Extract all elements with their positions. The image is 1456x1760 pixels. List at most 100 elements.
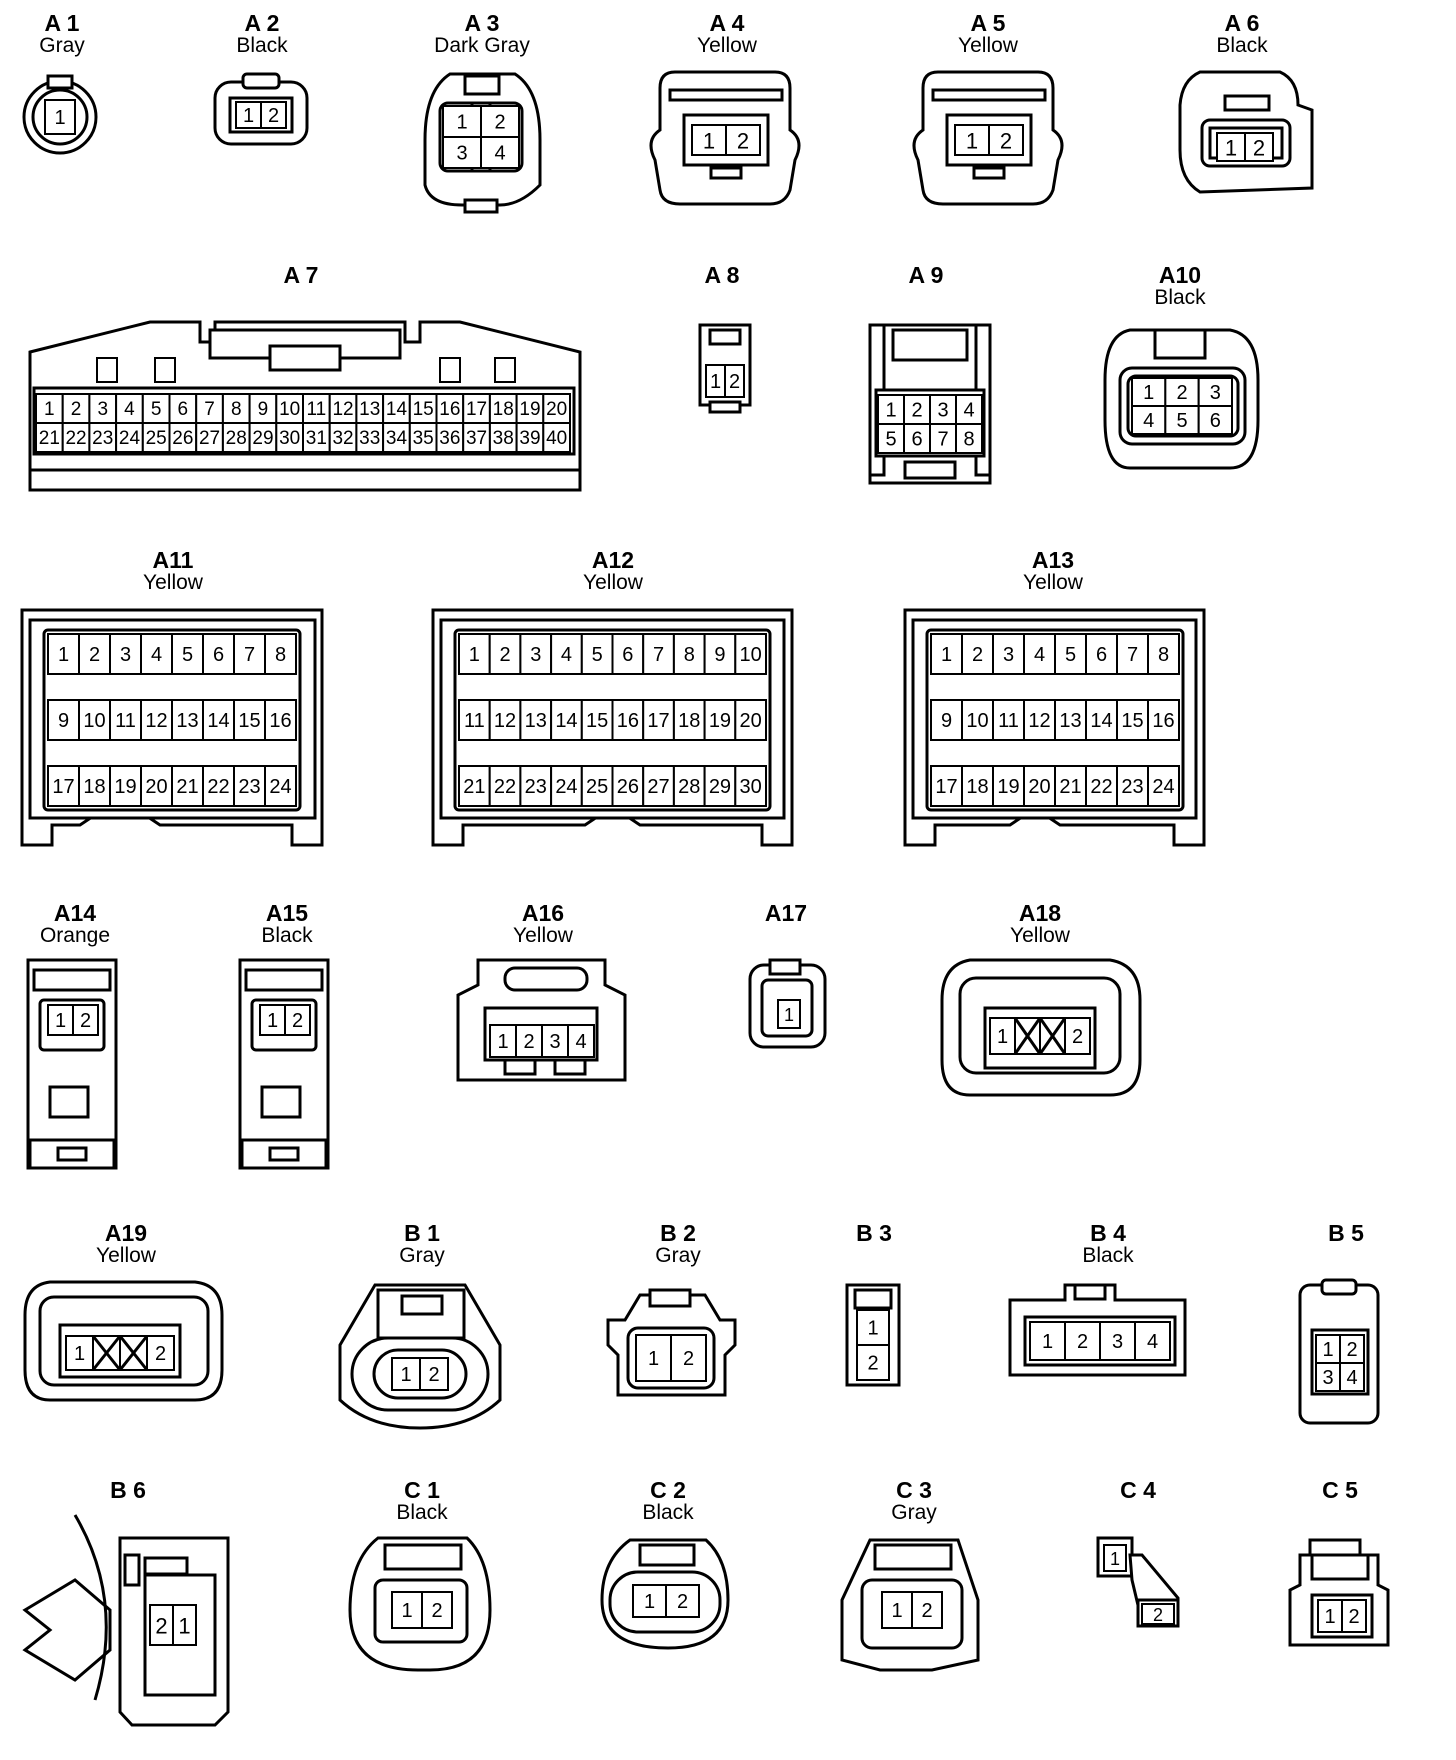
label-A7: A 7 <box>284 264 319 287</box>
pin-cell <box>930 765 963 807</box>
pin-number: 26 <box>617 776 639 798</box>
pin-number: 12 <box>145 710 167 732</box>
pin-number: 2 <box>972 644 983 666</box>
pin-number: 18 <box>493 399 514 420</box>
connector-color: Gray <box>399 1244 445 1267</box>
pin-cell <box>435 393 465 424</box>
pin-number: 16 <box>269 710 291 732</box>
pin-cell <box>1099 1321 1136 1361</box>
pin-number: 29 <box>252 428 273 449</box>
pin-number: 9 <box>58 710 69 732</box>
pin-cell <box>877 423 905 454</box>
pin-number: 36 <box>439 428 460 449</box>
pin-cell <box>1141 1603 1175 1625</box>
pin-number: 2 <box>80 1010 91 1032</box>
pin-cell <box>930 699 963 741</box>
pin-number: 2 <box>677 1591 688 1613</box>
pin-number: 19 <box>114 776 136 798</box>
connector-id: A 2 <box>244 10 280 36</box>
pin-cell <box>1103 1544 1127 1572</box>
pin-cell <box>172 1604 197 1646</box>
connector-id: A19 <box>104 1220 148 1246</box>
pin-cell <box>642 633 675 675</box>
pin-cell <box>1339 1334 1365 1364</box>
pin-number: 25 <box>146 428 167 449</box>
pin-cell <box>141 422 171 453</box>
pin-number: 12 <box>494 710 516 732</box>
pin-number: 39 <box>519 428 540 449</box>
connector-color: Black <box>1154 286 1206 309</box>
pin-cell <box>672 699 706 741</box>
connector-id: C 2 <box>650 1477 686 1503</box>
label-C5: C 5 <box>1322 1479 1358 1502</box>
connector-color: Yellow <box>583 571 643 594</box>
pin-cell <box>391 1357 421 1391</box>
pin-number: 1 <box>703 129 715 154</box>
pin-number: 18 <box>678 710 700 732</box>
pin-number: 6 <box>622 644 633 666</box>
connector-color: Dark Gray <box>434 34 530 57</box>
pin-number: 40 <box>546 428 567 449</box>
pin-cell <box>260 101 287 129</box>
pin-cell <box>462 422 491 453</box>
pin-cell <box>955 423 983 454</box>
pin-cell <box>961 633 994 675</box>
pin-number: 10 <box>279 399 300 420</box>
pin-number: 37 <box>466 428 487 449</box>
pin-number: 8 <box>231 399 242 420</box>
label-B5: B 5 <box>1328 1222 1364 1245</box>
connector-id: A 7 <box>283 262 319 288</box>
pin-number: 3 <box>530 644 541 666</box>
connector-id: B 4 <box>1090 1220 1126 1246</box>
pin-number: 4 <box>561 644 572 666</box>
pin-number: 30 <box>740 776 762 798</box>
pin-number: 13 <box>525 710 547 732</box>
pin-cell <box>734 765 767 807</box>
pin-number: 2 <box>494 112 505 134</box>
connector-id: C 1 <box>404 1477 440 1503</box>
connector-color: Yellow <box>513 924 573 947</box>
pin-cell <box>458 765 491 807</box>
pin-number: 1 <box>54 107 65 129</box>
pin-number: 19 <box>519 399 540 420</box>
pin-cell <box>725 124 761 156</box>
pin-cell <box>1164 377 1200 407</box>
pin-cell <box>442 105 482 138</box>
pin-grid: 1 <box>44 99 76 135</box>
connector-A15 <box>238 958 330 1170</box>
pin-cell <box>44 99 76 135</box>
connector-id: A16 <box>521 900 565 926</box>
pin-number: 2 <box>155 1343 166 1365</box>
pin-cell <box>480 105 520 138</box>
pin-number: 8 <box>1158 644 1169 666</box>
connector-color: Black <box>1216 34 1268 57</box>
connector-color: Yellow <box>143 571 203 594</box>
connector-B1 <box>338 1283 502 1430</box>
pin-number: 10 <box>83 710 105 732</box>
pin-cell <box>703 699 737 741</box>
pin-number: 1 <box>784 1005 794 1025</box>
pin-number: 1 <box>243 105 254 127</box>
pin-number: 2 <box>431 1600 442 1622</box>
connector-id: C 4 <box>1120 1477 1156 1503</box>
connector-color: Gray <box>39 34 85 57</box>
pin-cell <box>235 101 262 129</box>
pin-number: 35 <box>413 428 434 449</box>
pin-number: 10 <box>740 644 762 666</box>
pin-number: 1 <box>710 371 721 393</box>
pin-cell <box>881 1591 913 1629</box>
connector-color: Yellow <box>697 34 757 57</box>
pin-cell <box>856 1344 890 1381</box>
pin-number: 2 <box>921 1600 932 1622</box>
pin-cell <box>264 633 297 675</box>
